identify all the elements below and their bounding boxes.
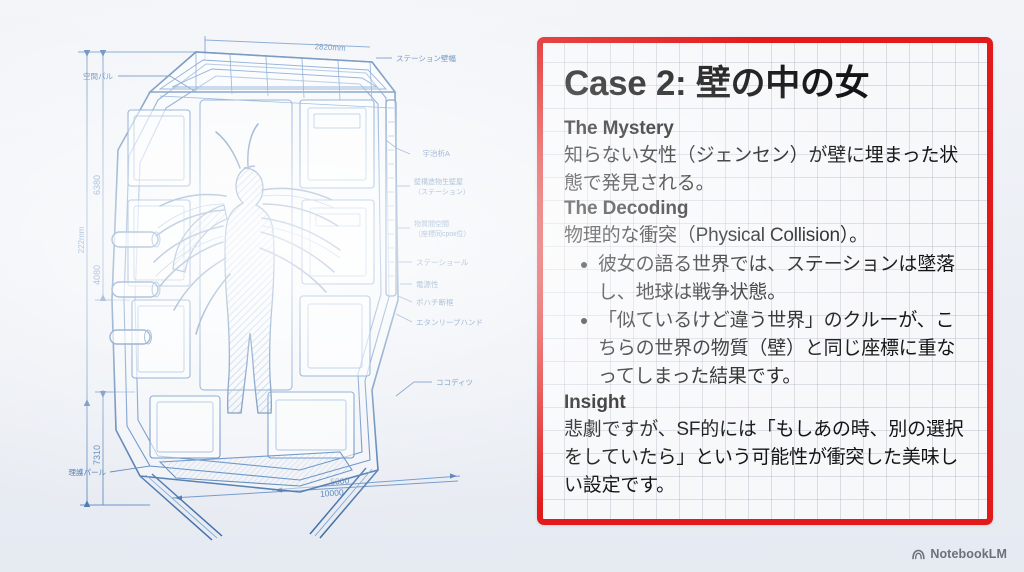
blueprint-dim-left-middle: 4080 bbox=[92, 265, 102, 285]
blueprint-callout-space-bar: 空間パル bbox=[83, 71, 113, 81]
blueprint-illustration: 222mm 6380 4080 7310 2820mm 5000 10000 bbox=[69, 36, 483, 541]
blueprint-callout-station-sub: （ステーション） bbox=[414, 188, 470, 196]
section-insight-heading: Insight bbox=[564, 392, 626, 414]
blueprint-dim-top-width: 2820mm bbox=[314, 42, 346, 53]
blueprint-dim-left-outer: 222mm bbox=[77, 226, 86, 253]
card-title: Case 2: 壁の中の女 bbox=[564, 64, 870, 103]
blueprint-callout-station-hall: ステーショール bbox=[416, 258, 469, 267]
blueprint-callout-guard-rail: 理護パール bbox=[69, 467, 107, 477]
notebooklm-logo-icon bbox=[912, 549, 925, 560]
blueprint-callout-bohachi-frame: ポハチ断框 bbox=[416, 297, 454, 307]
blueprint-callout-analysis-a: 宇治析A bbox=[422, 148, 450, 158]
section-insight: Insight 悲劇ですが、SF的には「もしあの時、別の選択をしていたら」という… bbox=[564, 391, 967, 499]
section-mystery: The Mystery 知らない女性（ジェンセン）が壁に埋まった状態で発見される… bbox=[564, 117, 967, 197]
section-decoding-body: 物理的な衝突（Physical Collision）。 bbox=[564, 225, 868, 247]
section-mystery-body: 知らない女性（ジェンセン）が壁に埋まった状態で発見される。 bbox=[564, 144, 959, 194]
blueprint-callout-station-wall-width: ステーション壁幅 bbox=[396, 53, 456, 63]
blueprint-dim-bottom-outer: 10000 bbox=[320, 487, 345, 499]
blueprint-dim-left-lower: 7310 bbox=[92, 445, 102, 465]
blueprint-callout-coordinate-sub: （座標同срок位） bbox=[414, 229, 470, 238]
section-decoding-heading: The Decoding bbox=[564, 198, 689, 220]
section-decoding: The Decoding 物理的な衝突（Physical Collision）。… bbox=[564, 197, 967, 390]
blueprint-callout-wall-structure: 壁構造物生壁屋 bbox=[414, 177, 463, 186]
blueprint-dim-left-upper: 6380 bbox=[92, 175, 102, 195]
blueprint-callout-kokoditsu: ココディツ bbox=[436, 377, 473, 387]
section-mystery-heading: The Mystery bbox=[564, 118, 674, 140]
decoding-bullet-list: 彼女の語る世界では、ステーションは墜落し、地球は戦争状態。 「似ているけど違う世… bbox=[564, 251, 967, 391]
list-item: 彼女の語る世界では、ステーションは墜落し、地球は戦争状態。 bbox=[581, 251, 967, 306]
blueprint-callout-power: 電源性 bbox=[416, 279, 439, 289]
blueprint-callout-matter-space: 物質間空間 bbox=[414, 219, 449, 228]
watermark-label: NotebookLM bbox=[930, 547, 1007, 561]
list-item: 「似ているけど違う世界」のクルーが、こちらの世界の物質（壁）と同じ座標に重なって… bbox=[581, 307, 967, 390]
notebooklm-watermark: NotebookLM bbox=[912, 547, 1007, 561]
blueprint-callout-etan-leap-hand: エタンリープハンド bbox=[416, 318, 483, 327]
section-insight-body: 悲劇ですが、SF的には「もしあの時、別の選択をしていたら」という可能性が衝突した… bbox=[564, 419, 964, 496]
content-card: Case 2: 壁の中の女 The Mystery 知らない女性（ジェンセン）が… bbox=[537, 37, 993, 525]
